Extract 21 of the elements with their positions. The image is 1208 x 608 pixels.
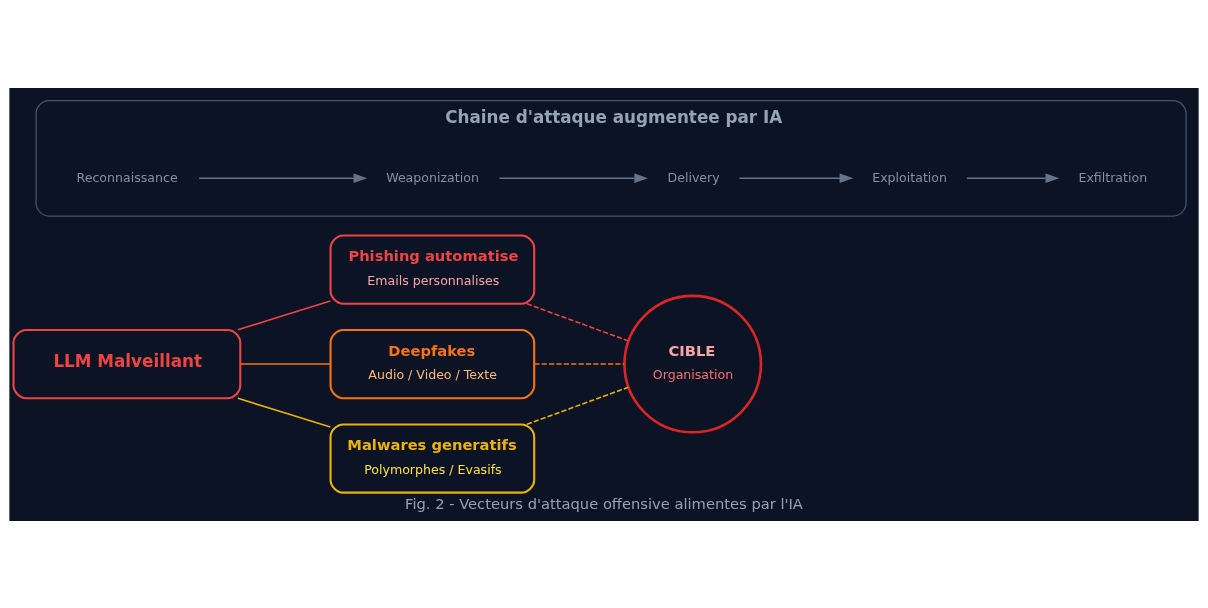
arrow: [738, 173, 854, 183]
node-text: Weaponization: [386, 169, 479, 185]
caption: Fig. 2 - Vecteurs d'attaque offensive alimentes par l'IA: [405, 494, 803, 512]
node-box: Deepfakes Audio / Video / Texte: [329, 328, 536, 399]
arrow: [966, 173, 1060, 183]
node-box: LLM Malveillant: [12, 328, 242, 399]
connector: [237, 299, 332, 331]
connector: [239, 362, 332, 365]
connector: [526, 302, 629, 342]
node-text: Exfiltration: [1078, 169, 1148, 185]
node-text: Delivery: [667, 169, 720, 185]
connector: [533, 362, 625, 365]
connector: [526, 386, 629, 425]
node-box: Phishing automatise Emails personnalises: [329, 233, 536, 305]
node-text: Exploitation: [872, 169, 947, 185]
node-box: Malwares generatifs Polymorphes / Evasifs: [329, 422, 536, 494]
node-circle: CIBLE Organisation: [623, 294, 763, 434]
connector: [237, 397, 332, 428]
node-text: Reconnaissance: [76, 169, 178, 185]
arrow: [198, 173, 368, 183]
arrow: [498, 173, 648, 183]
